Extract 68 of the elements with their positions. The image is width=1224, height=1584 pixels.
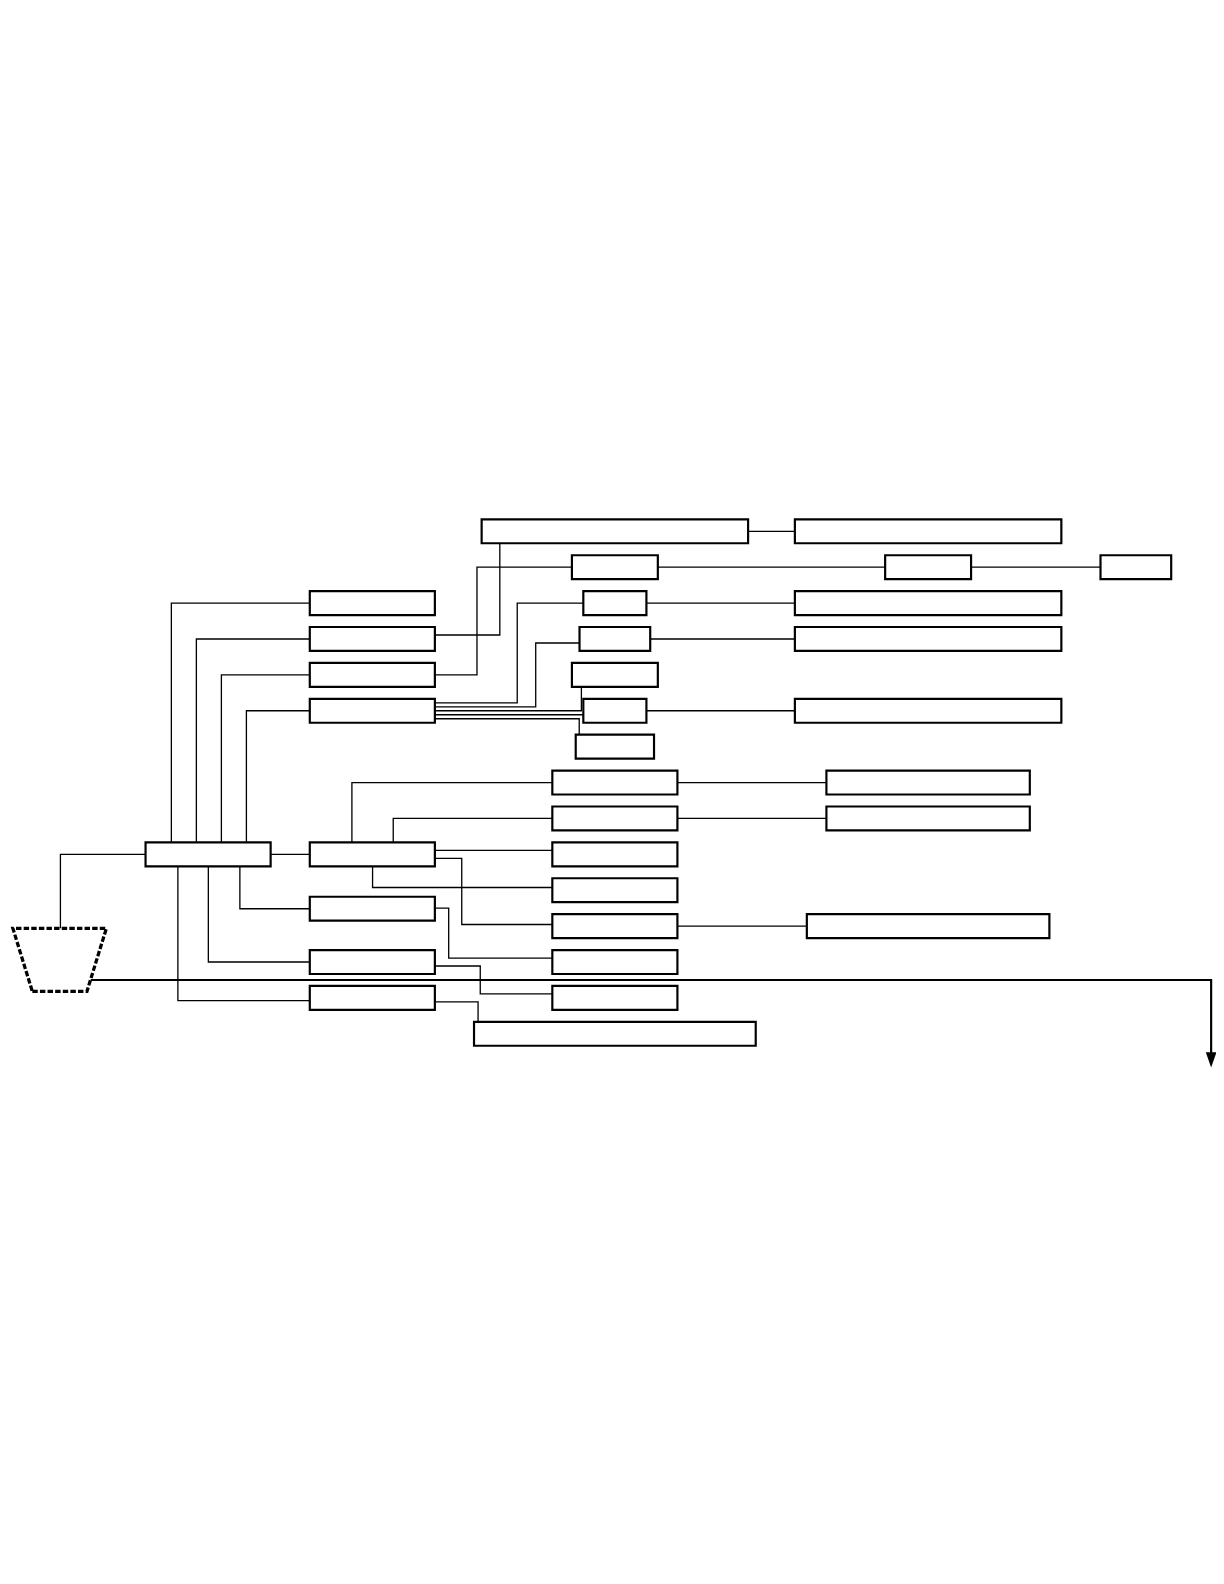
node-box (582, 590, 648, 617)
node-trapezoid (10, 926, 109, 993)
connector (195, 638, 310, 843)
node-box (308, 661, 436, 688)
connector (434, 857, 553, 926)
connector (59, 853, 147, 929)
connector (170, 602, 311, 843)
connector (676, 925, 808, 927)
node-box (793, 625, 1063, 653)
node-box (308, 895, 436, 922)
connector (747, 530, 796, 532)
node-box (884, 554, 973, 581)
connector (434, 849, 553, 851)
node-box (825, 805, 1031, 832)
node-box (570, 554, 659, 581)
node-box (793, 590, 1063, 617)
node-box (308, 948, 436, 976)
connector (434, 907, 553, 959)
connector (392, 817, 553, 843)
connector (645, 710, 796, 712)
node-box (144, 841, 272, 868)
connector (177, 865, 311, 1002)
connector (434, 965, 553, 995)
connector (245, 710, 311, 843)
node-box (472, 1020, 757, 1047)
node-box (480, 518, 750, 545)
node-box (570, 661, 659, 688)
connector (434, 566, 573, 676)
connector (970, 566, 1102, 568)
node-box (308, 625, 436, 653)
connector (434, 602, 584, 704)
connector (207, 866, 311, 963)
node-box (551, 805, 679, 832)
node-box (308, 841, 436, 868)
node-box (551, 984, 679, 1011)
node-box (574, 733, 656, 760)
node-box (793, 697, 1063, 724)
connector (676, 817, 827, 820)
connector (434, 642, 581, 708)
connector (434, 718, 580, 736)
arrow (90, 978, 1216, 1068)
connector (434, 714, 584, 716)
node-box (1099, 554, 1173, 581)
node-box (308, 984, 436, 1011)
node-box (582, 697, 648, 724)
node-box (825, 769, 1031, 796)
node-box (551, 769, 679, 796)
connector (434, 1001, 479, 1023)
node-box (578, 625, 652, 653)
connector (220, 674, 311, 843)
node-box (551, 841, 679, 868)
connector (434, 542, 501, 636)
node-box (793, 518, 1063, 545)
connector (239, 865, 311, 910)
connector (351, 781, 553, 843)
node-box (308, 590, 436, 617)
node-box (551, 948, 679, 976)
node-box (551, 913, 679, 940)
connector (434, 686, 583, 712)
connector (371, 865, 553, 889)
node-box (308, 697, 436, 724)
connector (657, 566, 886, 568)
node-box (551, 877, 679, 904)
connector (645, 602, 796, 604)
node-box (805, 913, 1051, 940)
connector (649, 638, 796, 640)
connector (676, 781, 827, 784)
connector (270, 853, 311, 855)
